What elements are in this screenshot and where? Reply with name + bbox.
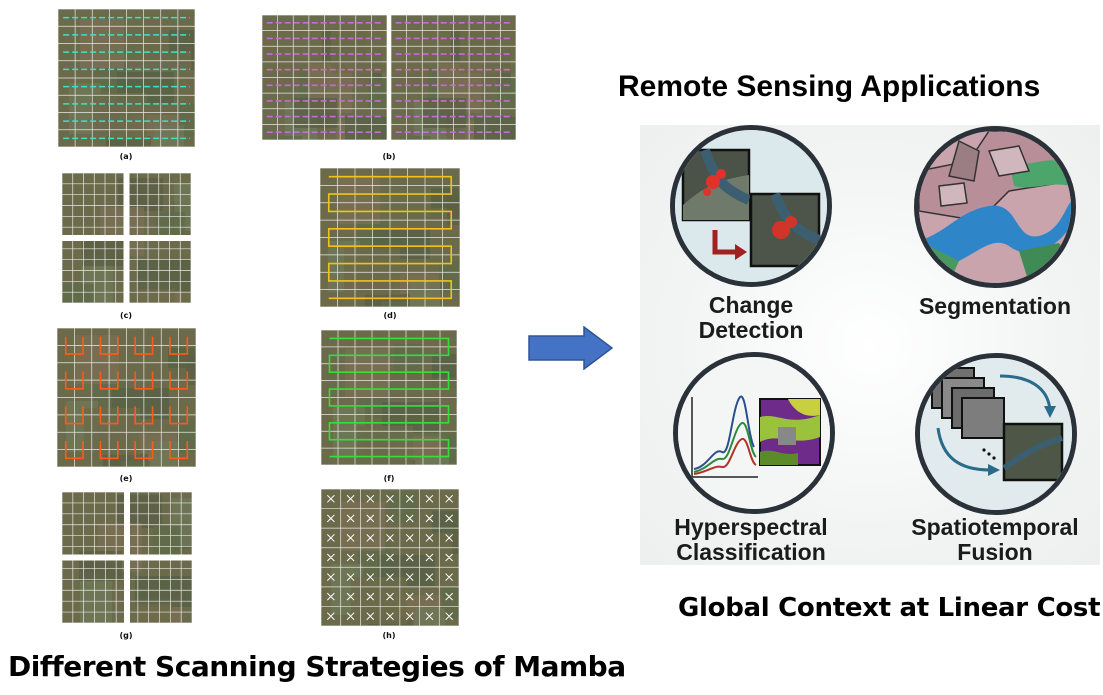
panel-label-a: (a) <box>119 152 133 161</box>
spatiotemporal-icon <box>920 358 1072 510</box>
panel-label-c: (c) <box>119 311 133 320</box>
footer-caption: Global Context at Linear Cost <box>678 593 1101 623</box>
hyperspectral-circle <box>673 352 835 514</box>
segmentation-icon <box>919 131 1071 283</box>
scan-panel-c <box>62 173 191 303</box>
scan-panel-g <box>62 492 192 623</box>
panel-label-h: (h) <box>382 631 396 640</box>
scan-panel-a <box>58 9 195 147</box>
scan-panel-b-right <box>391 15 516 140</box>
scan-panel-e <box>57 328 196 467</box>
left-title: Different Scanning Strategies of Mamba <box>8 650 626 683</box>
scan-panel-b-left <box>262 15 387 140</box>
right-title: Remote Sensing Applications <box>618 70 1041 103</box>
change-detection-icon <box>675 130 827 282</box>
hyperspectral-icon <box>678 357 830 509</box>
panel-label-d: (d) <box>383 311 397 320</box>
segmentation-circle <box>914 126 1076 288</box>
segmentation-label: Segmentation <box>918 293 1072 319</box>
panel-label-e: (e) <box>119 474 133 483</box>
panel-label-f: (f) <box>383 474 395 483</box>
scan-panel-f <box>321 330 457 465</box>
panel-label-g: (g) <box>119 631 133 640</box>
panel-label-b: (b) <box>382 152 396 161</box>
scan-panel-d <box>320 168 460 307</box>
spatiotemporal-circle <box>915 353 1077 515</box>
flow-arrow-icon <box>528 326 614 370</box>
scan-panel-h <box>321 489 459 626</box>
change-detection-circle <box>670 125 832 287</box>
